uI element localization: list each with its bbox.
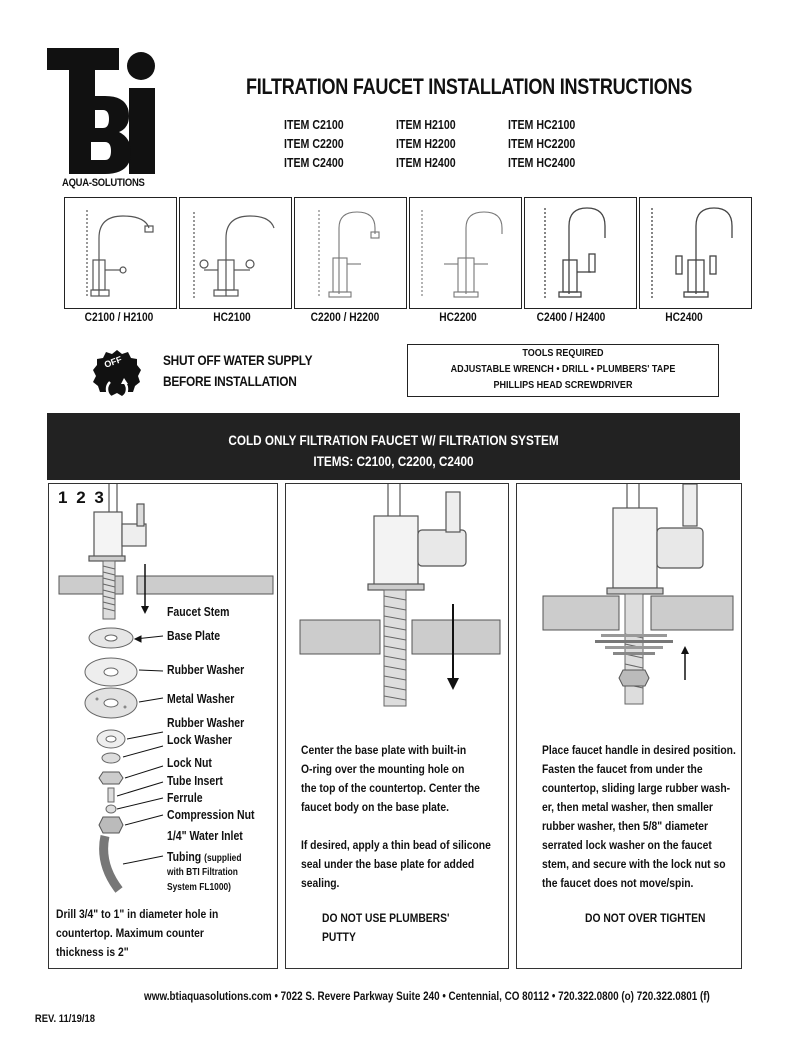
item-number: ITEM C2100 [284, 118, 344, 132]
model-drawing-hc2400 [639, 197, 752, 309]
brand-tagline: AQUA-SOLUTIONS [62, 177, 145, 189]
item-number: ITEM HC2400 [508, 156, 576, 170]
page-title: FILTRATION FAUCET INSTALLATION INSTRUCTI… [246, 74, 693, 99]
shutoff-line-2: BEFORE INSTALLATION [163, 373, 297, 389]
instruction-line: Center the base plate with built-in [301, 743, 467, 757]
step-3-panel: Place faucet handle in desired position.… [516, 483, 742, 969]
item-number: ITEM H2400 [396, 156, 456, 170]
shutoff-line-1: SHUT OFF WATER SUPPLY [163, 352, 313, 368]
part-lock-nut: Lock Nut [167, 756, 212, 770]
part-water-inlet: 1/4" Water Inlet [167, 829, 243, 843]
step-number: 1 [58, 488, 70, 507]
logo-mark [47, 48, 155, 174]
step-2-warning: DO NOT USE PLUMBERS' PUTTY [322, 911, 450, 944]
instruction-line: sealing. [301, 876, 340, 890]
part-base-plate: Base Plate [167, 629, 221, 643]
step-3-instructions: Place faucet handle in desired position.… [542, 741, 748, 893]
part-tubing-label: Tubing [167, 850, 202, 864]
model-caption: C2400 / H2400 [536, 310, 606, 324]
instruction-line: stem, and secure with the lock nut so [542, 857, 726, 871]
item-number: ITEM H2100 [396, 118, 456, 132]
instruction-line: rubber washer, then 5/8" diameter [542, 819, 709, 833]
shutoff-notice: SHUT OFF WATER SUPPLY BEFORE INSTALLATIO… [163, 350, 313, 392]
model-drawing-c2200 [294, 197, 407, 309]
part-metal-washer: Metal Washer [167, 692, 235, 706]
part-lock-washer: Lock Washer [167, 733, 232, 747]
tools-heading: TOOLS REQUIRED [522, 347, 604, 359]
model-drawing-hc2200 [409, 197, 522, 309]
step-numbers: 1 2 3 [58, 488, 106, 508]
instruction-line: Drill 3/4" to 1" in diameter hole in [56, 907, 219, 921]
revision-date: REV. 11/19/18 [34, 1013, 96, 1025]
part-tubing-note: System FL1000) [167, 882, 231, 893]
tools-line-2: PHILLIPS HEAD SCREWDRIVER [493, 379, 633, 391]
step-2-panel: Center the base plate with built-in O-ri… [285, 483, 509, 969]
instruction-line: faucet body on the base plate. [301, 800, 449, 814]
model-drawing-c2400 [524, 197, 637, 309]
step-1-panel: 1 2 3 [48, 483, 278, 969]
model-caption: C2200 / H2200 [310, 310, 380, 324]
section-title: COLD ONLY FILTRATION FAUCET W/ FILTRATIO… [228, 432, 559, 448]
part-ferrule: Ferrule [167, 791, 203, 805]
instruction-line: the faucet does not move/spin. [542, 876, 694, 890]
part-tubing-note: with BTI Filtration [167, 867, 238, 878]
model-caption: C2100 / H2100 [84, 310, 154, 324]
tools-line-1: ADJUSTABLE WRENCH • DRILL • PLUMBERS' TA… [450, 363, 676, 375]
part-tubing-note: (supplied [204, 853, 242, 864]
instruction-line: seal under the base plate for added [301, 857, 475, 871]
instruction-line: O-ring over the mounting hole on [301, 762, 465, 776]
instruction-line: serrated lock washer on the faucet [542, 838, 712, 852]
instruction-line: thickness is 2" [56, 945, 129, 959]
step-3-warning: DO NOT OVER TIGHTEN [585, 911, 706, 925]
countertop-mounting-diagram [299, 484, 501, 707]
faucet-drawing-icon [421, 210, 503, 298]
instruction-line: countertop, sliding large rubber wash- [542, 781, 731, 795]
model-caption: HC2100 [213, 310, 251, 324]
part-tube-insert: Tube Insert [167, 774, 223, 788]
step-2-instructions: Center the base plate with built-in O-ri… [301, 741, 507, 817]
faucet-drawing-icon [651, 207, 733, 298]
step-1-instructions: Drill 3/4" to 1" in diameter hole in cou… [56, 905, 262, 962]
section-banner: COLD ONLY FILTRATION FAUCET W/ FILTRATIO… [47, 413, 740, 480]
model-caption: HC2400 [665, 310, 703, 324]
part-rubber-washer: Rubber Washer [167, 663, 245, 677]
item-column-h: ITEM H2100 ITEM H2200 ITEM H2400 [396, 116, 456, 173]
under-counter-fastening-diagram [542, 484, 734, 705]
step-number: 3 [94, 488, 106, 507]
model-drawing-hc2100 [179, 197, 292, 309]
item-number: ITEM HC2200 [508, 137, 576, 151]
faucet-drawing-icon [544, 207, 606, 298]
tools-required-box: TOOLS REQUIRED ADJUSTABLE WRENCH • DRILL… [407, 344, 719, 397]
item-column-hc: ITEM HC2100 ITEM HC2200 ITEM HC2400 [508, 116, 575, 173]
instruction-line: Place faucet handle in desired position. [542, 743, 736, 757]
model-caption: HC2200 [439, 310, 477, 324]
instruction-line: If desired, apply a thin bead of silicon… [301, 838, 491, 852]
step-number: 2 [76, 488, 88, 507]
part-rubber-washer-small: Rubber Washer [167, 716, 245, 730]
shutoff-valve-icon: OFF [92, 348, 142, 401]
faucet-drawing-icon [86, 210, 154, 298]
instruction-line: er, then metal washer, then smaller [542, 800, 713, 814]
instruction-line: the top of the countertop. Center the [301, 781, 480, 795]
part-compression-nut: Compression Nut [167, 808, 255, 822]
faucet-drawing-icon [318, 210, 380, 298]
part-faucet-stem: Faucet Stem [167, 605, 230, 619]
footer-contact: www.btiaquasolutions.com • 7022 S. Rever… [144, 991, 710, 1003]
model-drawings [64, 197, 752, 309]
item-column-c: ITEM C2100 ITEM C2200 ITEM C2400 [284, 116, 344, 173]
item-number: ITEM C2200 [284, 137, 344, 151]
instruction-line: Fasten the faucet from under the [542, 762, 703, 776]
item-number: ITEM C2400 [284, 156, 344, 170]
part-tubing: Tubing (supplied [167, 850, 241, 864]
section-items: ITEMS: C2100, C2200, C2400 [313, 453, 474, 469]
faucet-drawing-icon [193, 212, 275, 298]
item-number: ITEM HC2100 [508, 118, 576, 132]
step-2-silicone-note: If desired, apply a thin bead of silicon… [301, 836, 507, 893]
instruction-line: countertop. Maximum counter [56, 926, 204, 940]
model-drawing-c2100 [64, 197, 177, 309]
item-number: ITEM H2200 [396, 137, 456, 151]
bti-logo [47, 48, 159, 188]
exploded-parts-diagram [58, 484, 274, 893]
